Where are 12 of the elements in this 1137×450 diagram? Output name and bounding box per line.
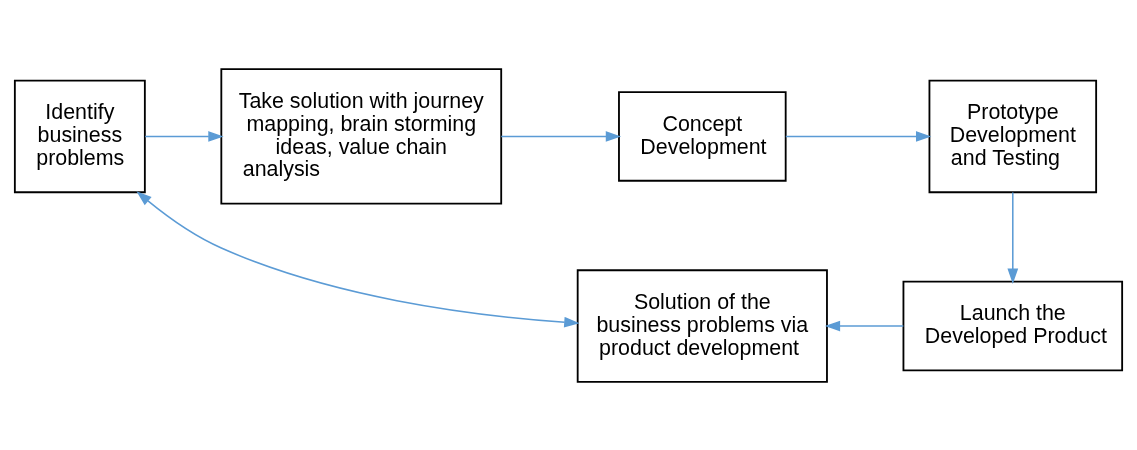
node-box: Identify business problems — [13, 79, 146, 193]
arrow — [785, 130, 932, 142]
node-box: Prototype Development and Testing — [928, 79, 1098, 193]
arrow — [824, 320, 905, 331]
arrow — [144, 130, 224, 142]
node-box: Solution of the business problems via product development — [576, 268, 828, 383]
arrow — [500, 130, 622, 142]
arrow — [136, 190, 580, 328]
node-box: Launch the Developed Product — [902, 280, 1124, 371]
node-box: Concept Development — [618, 90, 787, 182]
node-box: Take solution with journey mapping, brain storming ideas, value chain analysis — [220, 67, 503, 205]
arrow — [1007, 191, 1019, 284]
